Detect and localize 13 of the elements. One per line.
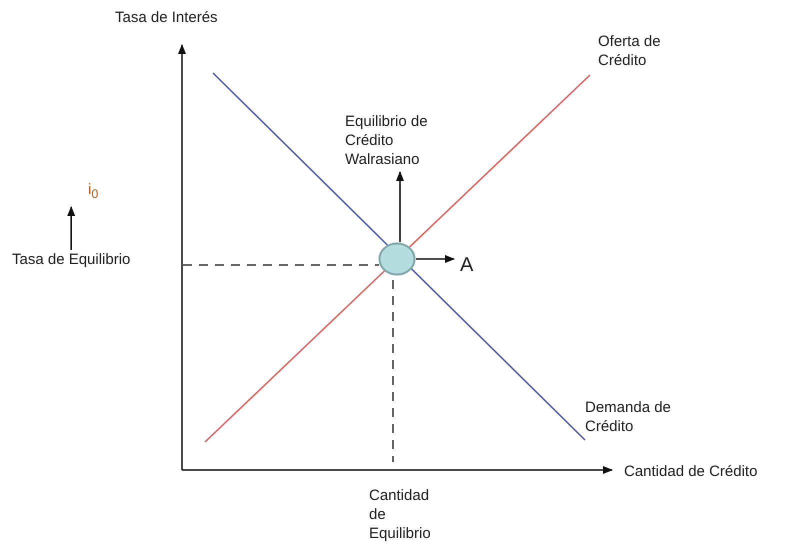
annotation-text: Equilibrio de Crédito Walrasiano [345, 112, 437, 169]
equilibrium-point [378, 242, 416, 276]
axis-title: Tasa de Interés [115, 8, 219, 27]
axis-title: Cantidad de Crédito [624, 462, 758, 481]
annotation-text: A [460, 253, 474, 277]
curve-label: Oferta de Crédito [598, 32, 662, 70]
annotation-text: Tasa de Equilibrio [12, 250, 130, 269]
arrow [396, 171, 404, 242]
curve-label: Demanda de Crédito [585, 398, 671, 436]
arrow [67, 206, 76, 250]
arrow [416, 255, 455, 263]
axis-label: Cantidad de Equilibrio [369, 486, 432, 543]
annotation-text: i$_{0}$ [88, 180, 98, 204]
